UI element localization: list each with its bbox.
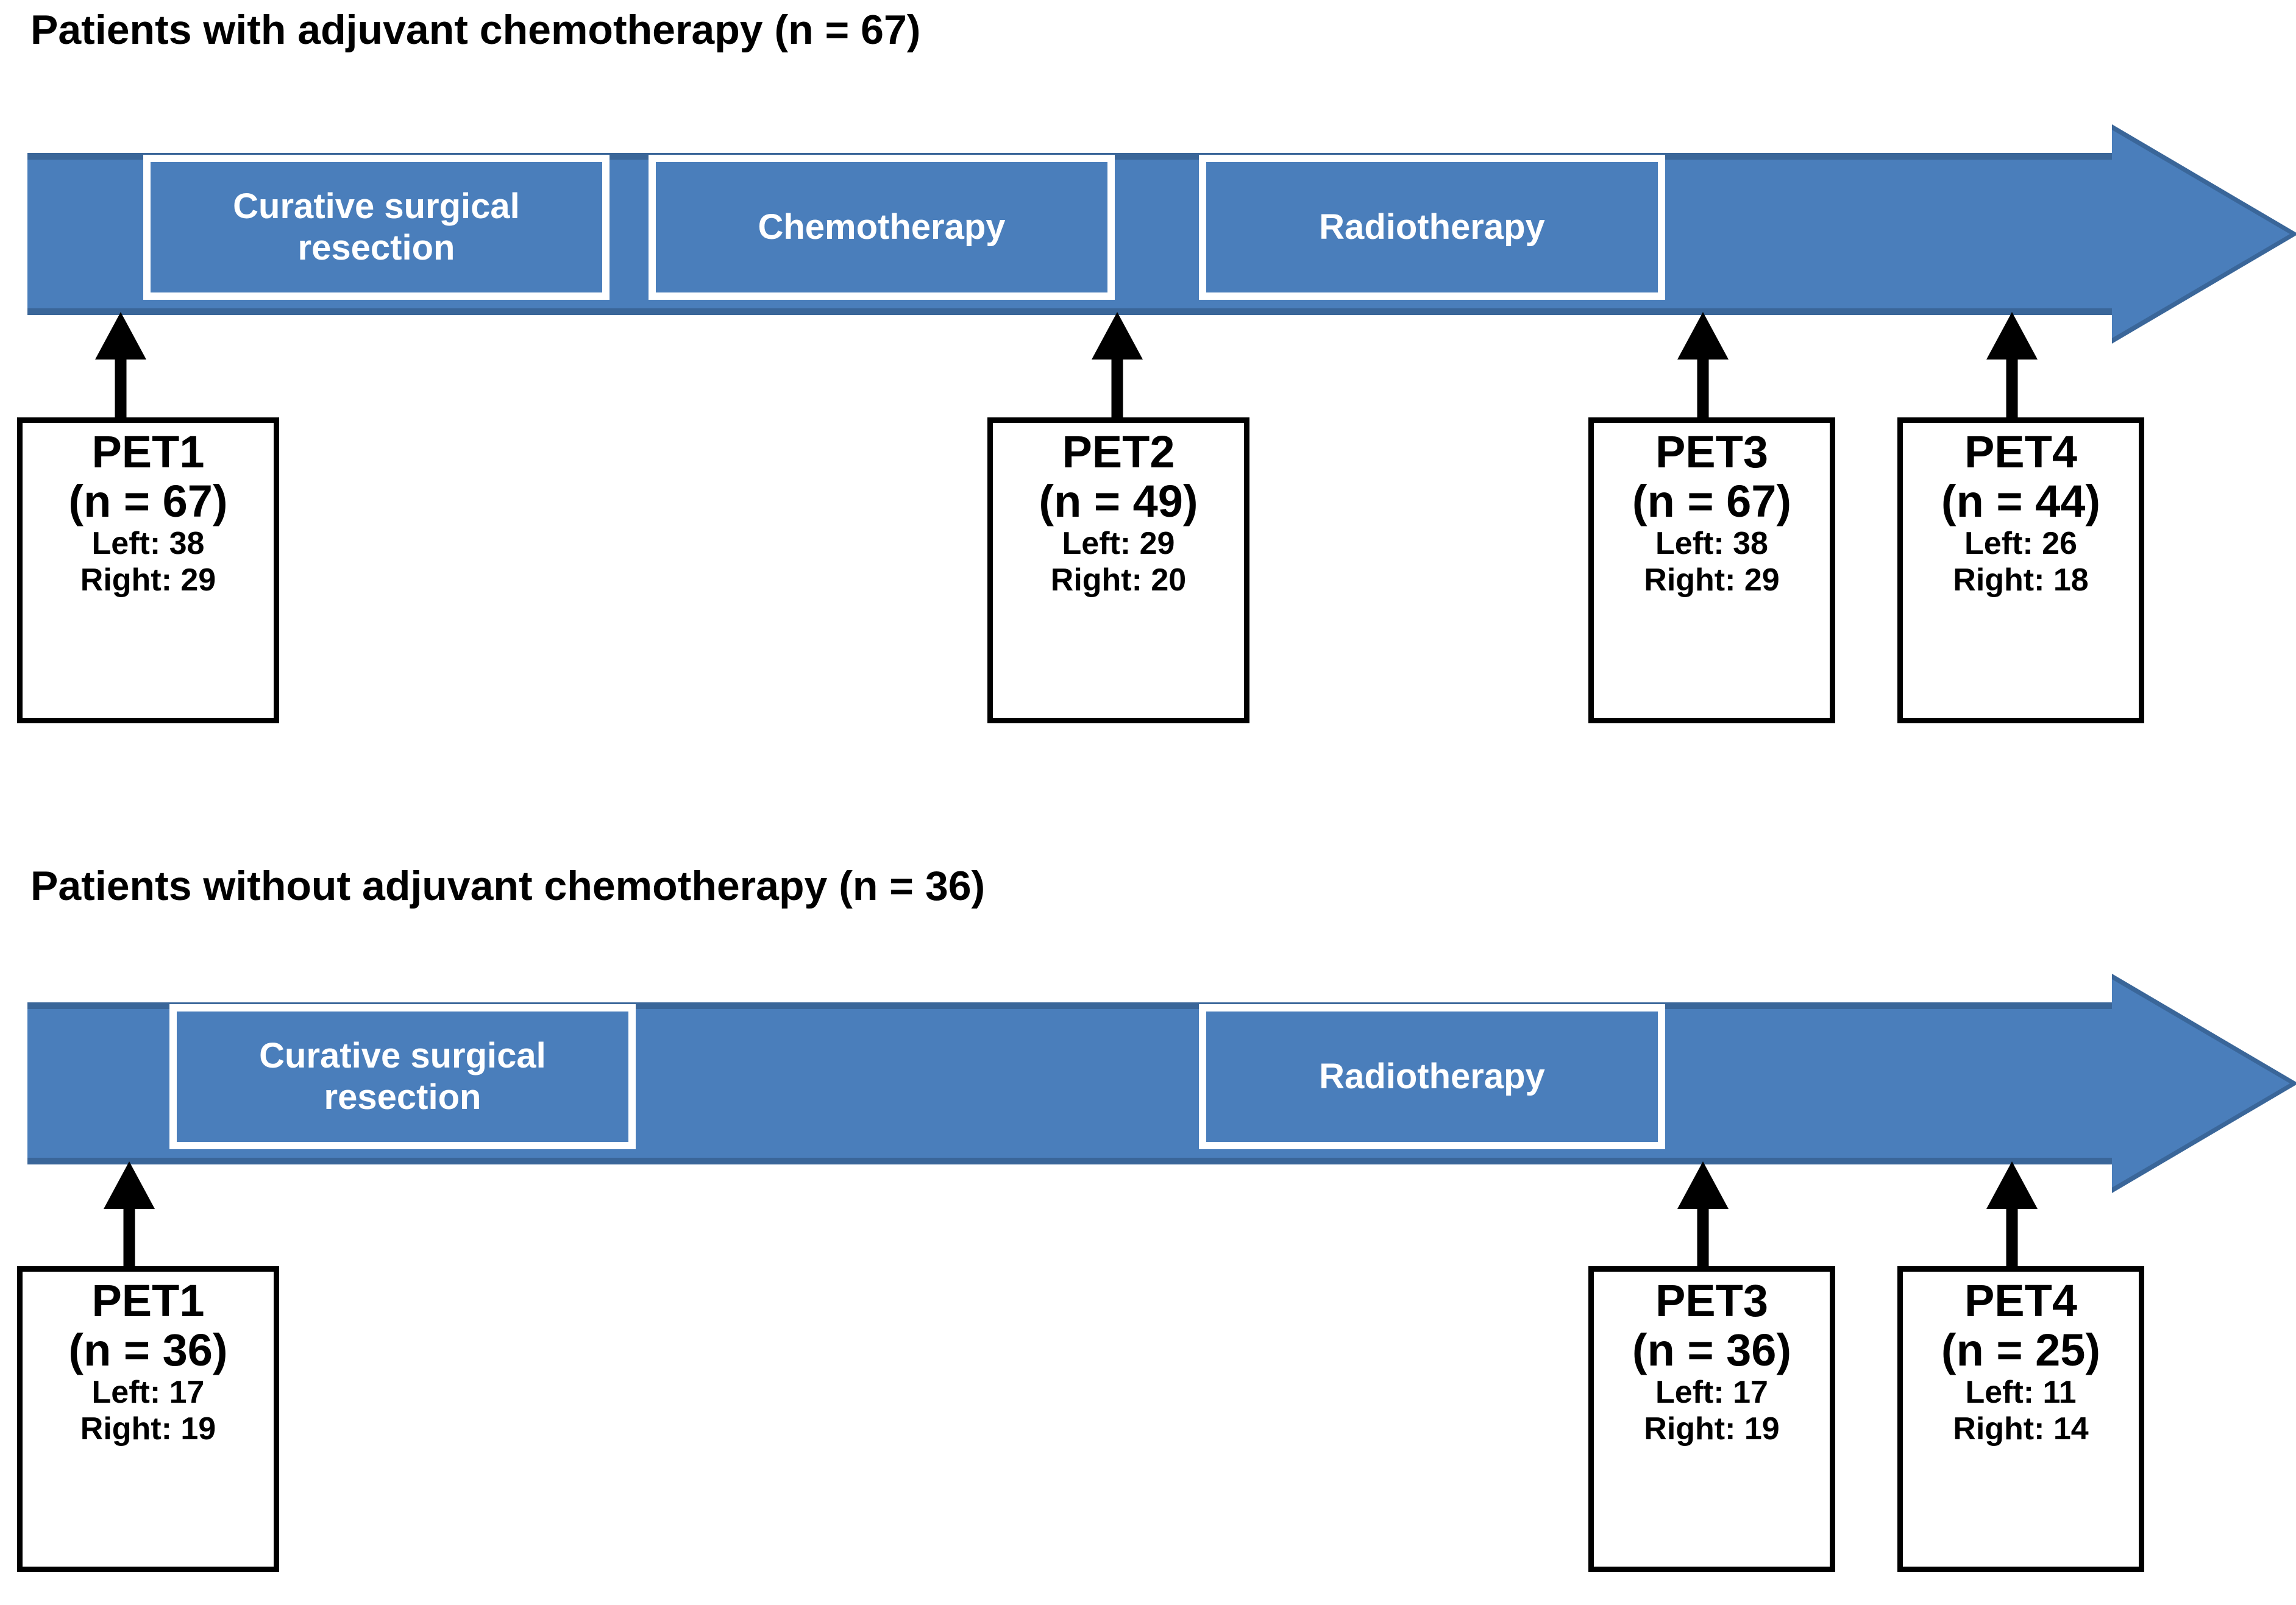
pet-right-count: Right: 14 — [1953, 1411, 2089, 1447]
section-title-with-chemo: Patients with adjuvant chemotherapy (n =… — [30, 7, 921, 53]
pet-left-count: Left: 38 — [1655, 526, 1768, 562]
pet-count: (n = 25) — [1941, 1324, 2101, 1375]
pet-right-count: Right: 19 — [80, 1411, 216, 1447]
phase-box-chemotherapy-with-chemo[interactable]: Chemotherapy — [649, 155, 1115, 300]
connector-arrow-pet4-with-chemo — [1981, 312, 2042, 425]
pet-title: PET3 — [1655, 427, 1769, 477]
pet-right-count: Right: 20 — [1050, 562, 1187, 598]
pet-box-pet2-with-chemo[interactable]: PET2 (n = 49) Left: 29 Right: 20 — [987, 417, 1249, 723]
pet-left-count: Left: 11 — [1965, 1375, 2077, 1411]
connector-stem — [1697, 333, 1709, 425]
pet-title: PET1 — [91, 1275, 205, 1326]
connector-stem — [2006, 333, 2018, 425]
pet-box-pet3-with-chemo[interactable]: PET3 (n = 67) Left: 38 Right: 29 — [1588, 417, 1835, 723]
timeline-arrowhead — [2112, 979, 2290, 1188]
connector-stem — [1697, 1183, 1709, 1274]
connector-stem — [115, 333, 127, 425]
pet-title: PET1 — [91, 427, 205, 477]
pet-title: PET3 — [1655, 1275, 1769, 1326]
phase-box-radiotherapy-with-chemo[interactable]: Radiotherapy — [1199, 155, 1665, 300]
phase-label: Curative surgical resection — [259, 1035, 546, 1117]
pet-box-pet3-without-chemo[interactable]: PET3 (n = 36) Left: 17 Right: 19 — [1588, 1266, 1835, 1572]
pet-left-count: Left: 38 — [91, 526, 205, 562]
connector-stem — [2006, 1183, 2018, 1274]
pet-left-count: Left: 17 — [1655, 1375, 1768, 1411]
pet-box-pet4-without-chemo[interactable]: PET4 (n = 25) Left: 11 Right: 14 — [1897, 1266, 2144, 1572]
pet-right-count: Right: 29 — [1644, 562, 1780, 598]
pet-box-pet1-without-chemo[interactable]: PET1 (n = 36) Left: 17 Right: 19 — [17, 1266, 279, 1572]
timeline-arrowhead — [2112, 130, 2290, 338]
connector-arrow-pet3-with-chemo — [1672, 312, 1733, 425]
pet-count: (n = 36) — [68, 1324, 228, 1375]
pet-left-count: Left: 26 — [1964, 526, 2077, 562]
pet-title: PET4 — [1964, 427, 2078, 477]
connector-arrow-pet2-with-chemo — [1087, 312, 1148, 425]
phase-label: Radiotherapy — [1319, 207, 1545, 247]
pet-title: PET2 — [1062, 427, 1175, 477]
pet-count: (n = 67) — [68, 475, 228, 526]
connector-stem — [123, 1183, 135, 1274]
pet-count: (n = 36) — [1632, 1324, 1792, 1375]
connector-arrow-pet1-without-chemo — [99, 1161, 160, 1274]
phase-label: Chemotherapy — [758, 207, 1006, 247]
pet-right-count: Right: 29 — [80, 562, 216, 598]
phase-label: Radiotherapy — [1319, 1056, 1545, 1096]
pet-right-count: Right: 19 — [1644, 1411, 1780, 1447]
pet-left-count: Left: 29 — [1062, 526, 1175, 562]
pet-box-pet1-with-chemo[interactable]: PET1 (n = 67) Left: 38 Right: 29 — [17, 417, 279, 723]
connector-arrow-pet3-without-chemo — [1672, 1161, 1733, 1274]
pet-count: (n = 67) — [1632, 475, 1792, 526]
pet-count: (n = 44) — [1941, 475, 2101, 526]
pet-right-count: Right: 18 — [1953, 562, 2089, 598]
phase-label: Curative surgical resection — [233, 186, 520, 268]
phase-box-curative-surgical-resection-with-chemo[interactable]: Curative surgical resection — [143, 155, 610, 300]
pet-left-count: Left: 17 — [91, 1375, 205, 1411]
connector-stem — [1111, 333, 1123, 425]
phase-box-curative-surgical-resection-without-chemo[interactable]: Curative surgical resection — [169, 1004, 636, 1149]
pet-box-pet4-with-chemo[interactable]: PET4 (n = 44) Left: 26 Right: 18 — [1897, 417, 2144, 723]
phase-box-radiotherapy-without-chemo[interactable]: Radiotherapy — [1199, 1004, 1665, 1149]
pet-count: (n = 49) — [1039, 475, 1198, 526]
connector-arrow-pet1-with-chemo — [90, 312, 151, 425]
section-title-without-chemo: Patients without adjuvant chemotherapy (… — [30, 863, 986, 909]
connector-arrow-pet4-without-chemo — [1981, 1161, 2042, 1274]
pet-title: PET4 — [1964, 1275, 2078, 1326]
